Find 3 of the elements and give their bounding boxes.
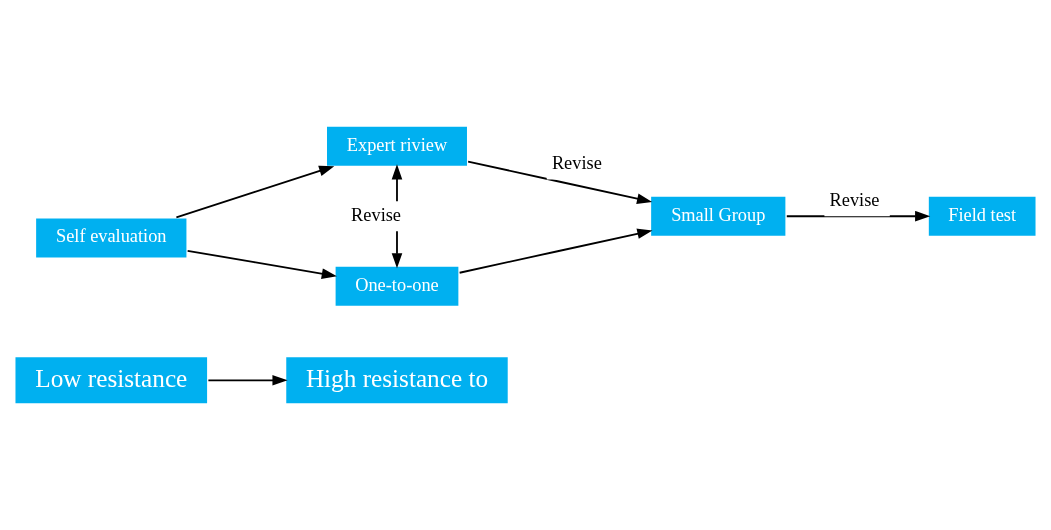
edge-label: Revise [551,152,602,173]
edge-label: Revise [351,204,402,225]
edge-label: Revise [829,189,880,210]
